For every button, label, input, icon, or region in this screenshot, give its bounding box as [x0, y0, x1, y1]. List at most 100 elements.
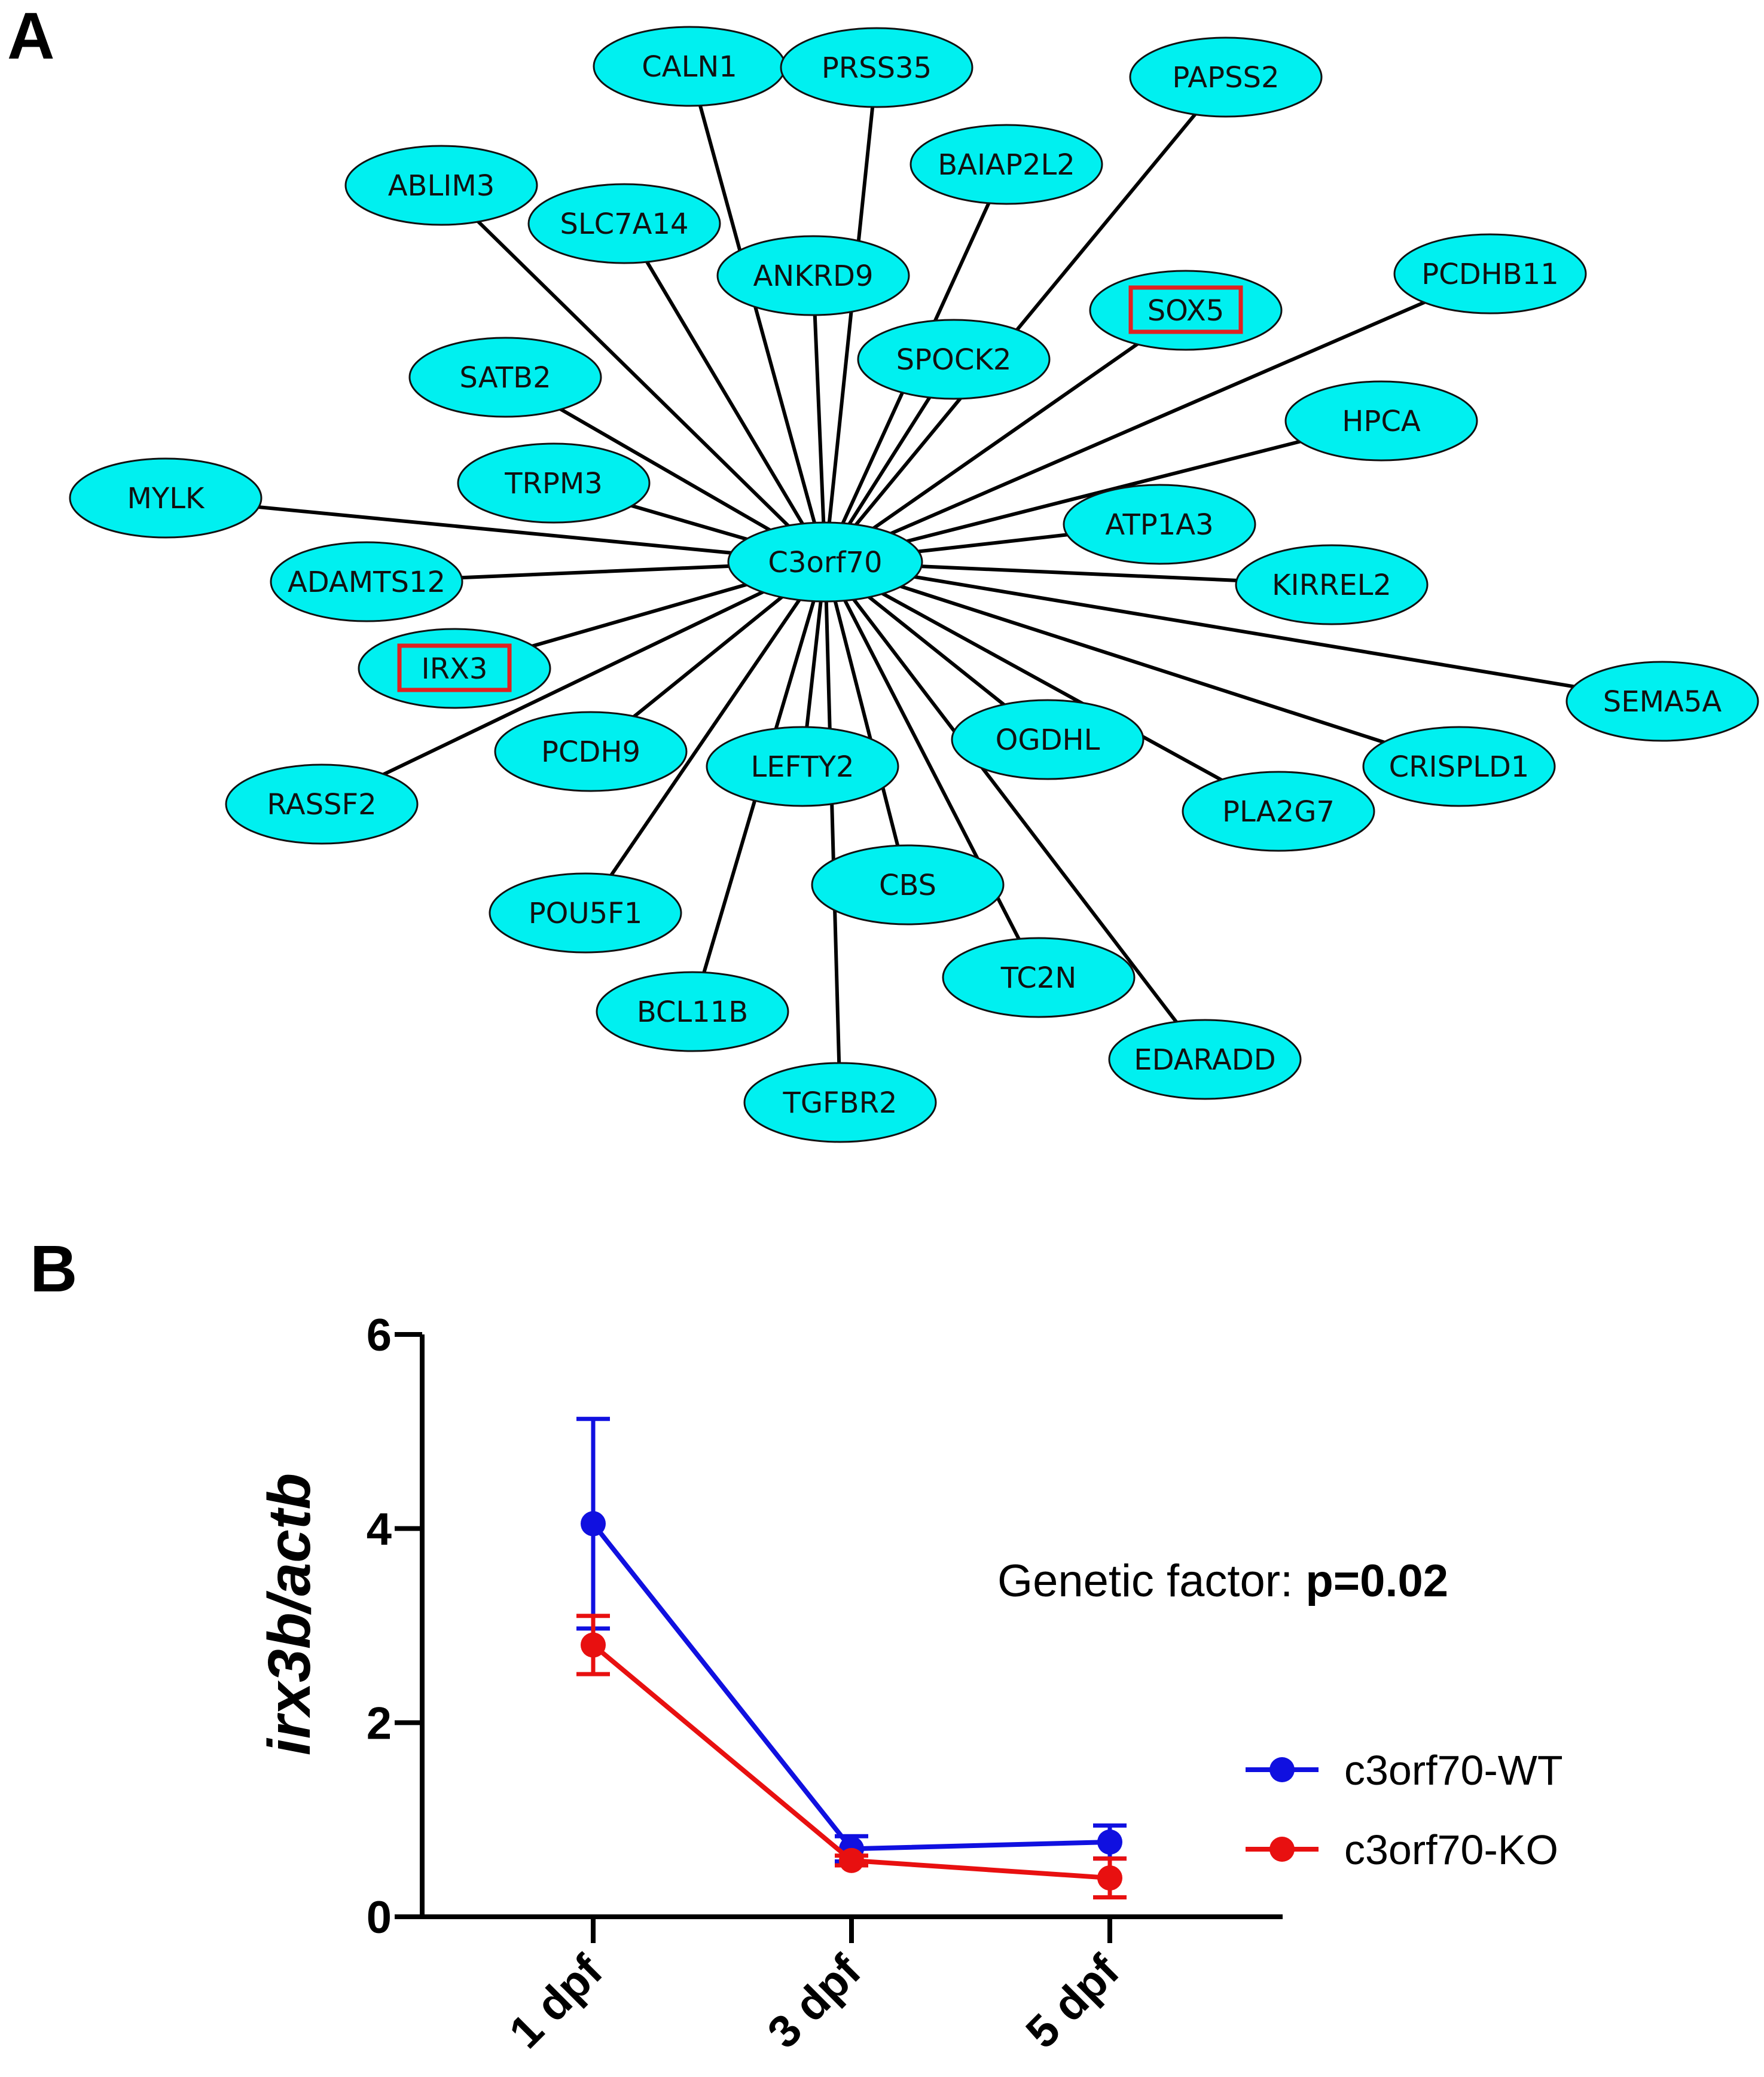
edge-pcdhb11: [824, 272, 1491, 564]
edge-sema5a: [825, 560, 1663, 703]
node-ellipse: [489, 872, 682, 954]
y-axis-label: irx3b/actb: [256, 1473, 323, 1755]
chart-series: [576, 1416, 1127, 1900]
node-label: C3orf70: [768, 546, 882, 579]
panel-a-letter: A: [7, 0, 54, 73]
node-label: CBS: [879, 869, 936, 902]
network-node-ankrd9: ANKRD9: [716, 235, 910, 316]
legend-item-c3orf70-wt: c3orf70-WT: [1246, 1747, 1563, 1794]
node-label: TGFBR2: [783, 1086, 898, 1120]
node-ellipse: [1129, 36, 1323, 118]
node-ellipse: [457, 442, 651, 524]
network-node-adamts12: ADAMTS12: [270, 541, 463, 622]
network-node-ablim3: ABLIM3: [344, 145, 538, 226]
legend-swatch-marker: [1269, 1757, 1295, 1782]
edge-edaradd: [823, 561, 1207, 1061]
data-point: [1097, 1865, 1122, 1891]
node-label: SATB2: [459, 361, 551, 395]
network-node-atp1a3: ATP1A3: [1063, 484, 1256, 565]
node-ellipse: [1393, 233, 1587, 314]
edge-rassf2: [321, 560, 826, 806]
network-node-slc7a14: SLC7A14: [527, 183, 721, 264]
network-node-prss35: PRSS35: [780, 27, 973, 108]
node-ellipse: [527, 183, 721, 264]
node-label: SEMA5A: [1603, 685, 1722, 719]
network-node-edaradd: EDARADD: [1108, 1019, 1302, 1100]
y-tick-label: 2: [367, 1698, 392, 1749]
network-node-sox5: SOX5: [1089, 270, 1283, 351]
network-node-papss2: PAPSS2: [1129, 36, 1323, 118]
panel-a: A CALN1 PRSS35 PAPSS2BAIAP2L2ABLIM3SLC7A14…: [7, 0, 1759, 1143]
edge-slc7a14: [622, 222, 827, 563]
node-label: MYLK: [127, 482, 205, 515]
network-node-rassf2: RASSF2: [225, 763, 419, 845]
data-point: [839, 1847, 864, 1873]
node-label: PCDH9: [541, 735, 640, 769]
node-label: PLA2G7: [1222, 795, 1335, 829]
network-node-irx3: IRX3: [358, 628, 551, 709]
node-ellipse: [1284, 380, 1478, 462]
stat-annotation-value: p=0.02: [1305, 1556, 1448, 1606]
network-nodes: CALN1 PRSS35 PAPSS2BAIAP2L2ABLIM3SLC7A14AN…: [69, 26, 1759, 1143]
edge-pou5f1: [584, 561, 827, 914]
node-ellipse: [743, 1062, 937, 1143]
node-ellipse: [1235, 544, 1429, 625]
edge-ankrd9: [811, 275, 827, 563]
node-ellipse: [716, 235, 910, 316]
highlight-box: [397, 643, 512, 692]
node-ellipse: [1063, 484, 1256, 565]
network-node-caln1: CALN1: [593, 26, 786, 107]
node-label: SLC7A14: [560, 207, 688, 241]
node-label: ABLIM3: [388, 169, 495, 203]
node-ellipse: [727, 521, 923, 603]
node-ellipse: [910, 124, 1103, 205]
node-label: TRPM3: [504, 467, 603, 500]
network-node-pcdhb11: PCDHB11: [1393, 233, 1587, 314]
network-node-pcdh9: PCDH9: [494, 711, 688, 792]
stat-annotation-prefix: Genetic factor:: [997, 1556, 1305, 1606]
network-node-cbs: CBS: [811, 844, 1005, 926]
edge-papss2: [823, 76, 1228, 563]
network-node-trpm3: TRPM3: [457, 442, 651, 524]
y-tick-label: 6: [367, 1310, 392, 1361]
node-label: EDARADD: [1134, 1043, 1275, 1077]
edge-prss35: [823, 67, 878, 563]
node-label: PAPSS2: [1172, 61, 1279, 94]
node-label: SOX5: [1147, 294, 1225, 328]
network-node-pou5f1: POU5F1: [489, 872, 682, 954]
network-node-hpca: HPCA: [1284, 380, 1478, 462]
edge-sox5: [824, 309, 1187, 564]
node-label: BAIAP2L2: [938, 148, 1075, 182]
node-label: PCDHB11: [1421, 258, 1559, 291]
node-ellipse: [951, 699, 1145, 780]
node-ellipse: [780, 27, 973, 108]
y-tick-label: 0: [367, 1892, 392, 1943]
network-node-ogdhl: OGDHL: [951, 699, 1145, 780]
node-ellipse: [857, 319, 1051, 400]
node-ellipse: [706, 726, 899, 807]
node-label: HPCA: [1342, 405, 1421, 438]
panel-b-letter: B: [30, 1232, 77, 1306]
node-ellipse: [1565, 661, 1759, 742]
node-label: PRSS35: [822, 51, 932, 85]
node-label: BCL11B: [637, 995, 748, 1029]
network-node-spock2: SPOCK2: [857, 319, 1051, 400]
network-node-crispld1: CRISPLD1: [1362, 726, 1556, 807]
network-node-sema5a: SEMA5A: [1565, 661, 1759, 742]
x-tick-label: 3 dpf: [758, 1945, 871, 2058]
legend-swatch-marker: [1269, 1837, 1295, 1862]
network-edges: [165, 66, 1663, 1103]
network-node-pla2g7: PLA2G7: [1182, 771, 1375, 852]
x-tick-label: 5 dpf: [1017, 1945, 1130, 2058]
data-point: [1097, 1829, 1122, 1855]
node-label: OGDHL: [996, 723, 1100, 757]
data-point: [581, 1632, 606, 1658]
node-ellipse: [69, 457, 263, 539]
network-node-baiap2l2: BAIAP2L2: [910, 124, 1103, 205]
node-label: IRX3: [422, 652, 488, 686]
edge-crispld1: [825, 560, 1460, 768]
node-label: SPOCK2: [896, 343, 1012, 377]
